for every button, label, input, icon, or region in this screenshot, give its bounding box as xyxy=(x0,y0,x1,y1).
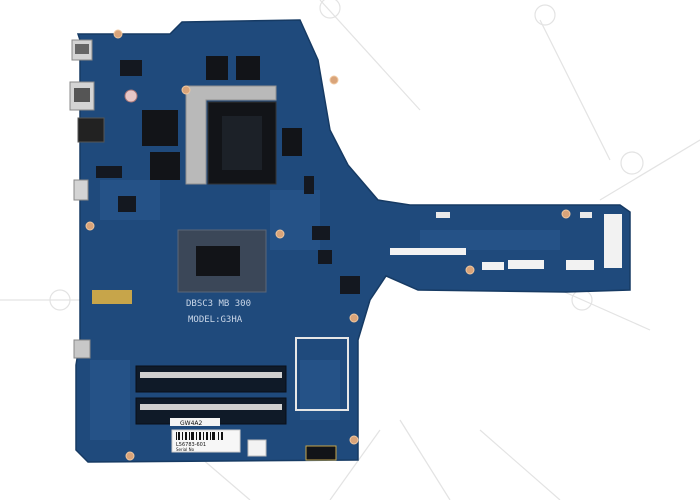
m2-connector xyxy=(305,445,337,461)
audio-jack xyxy=(73,339,91,359)
cpu-package xyxy=(177,229,267,293)
left-ports xyxy=(69,39,105,359)
ribbon-connectors xyxy=(390,212,622,270)
cpu-die xyxy=(196,246,240,276)
gpu-assembly xyxy=(185,85,277,185)
barcode-label-line2: Serial No xyxy=(176,447,195,452)
barcode-label-line1: L56783-601 xyxy=(176,442,206,448)
ssd-shield-outline xyxy=(295,337,349,411)
barcode-icon xyxy=(176,432,223,440)
mounting-holes xyxy=(85,29,571,461)
capacitor xyxy=(124,89,138,103)
ethernet-port xyxy=(77,117,105,143)
model-silkscreen: MODEL:G3HA xyxy=(188,315,243,325)
ram-slot-1 xyxy=(135,365,287,393)
barcode-sticker: GW4A2 L56783-601 Serial No xyxy=(170,418,267,457)
qr-sticker xyxy=(247,439,267,457)
pcb-texture xyxy=(90,180,560,440)
board-silkscreen: DBSC3 MB 300 xyxy=(186,299,251,309)
small-ics xyxy=(92,60,360,304)
gpu-heatspreader xyxy=(185,85,277,185)
vram-chips xyxy=(142,56,302,180)
sticker-small-text: GW4A2 xyxy=(180,420,203,427)
usb-c-port xyxy=(73,179,89,201)
